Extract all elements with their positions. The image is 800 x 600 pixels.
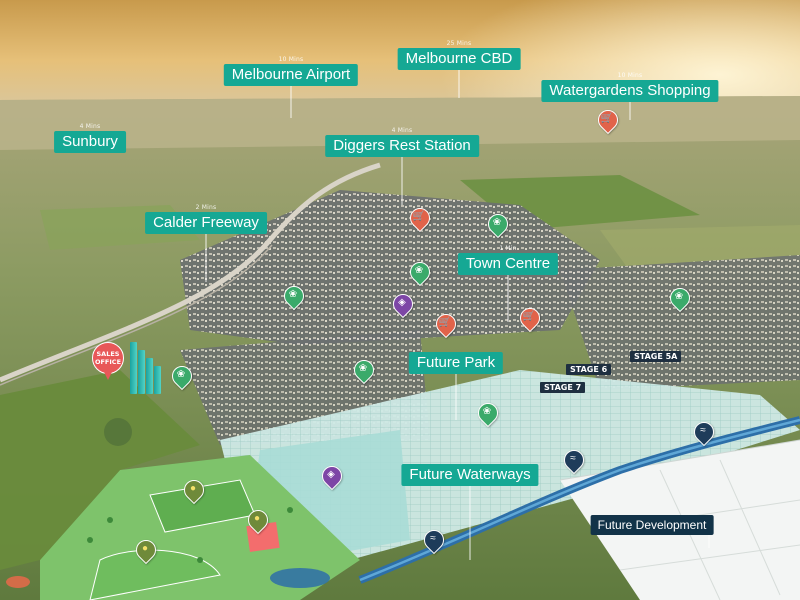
callout-time: 4 Mins xyxy=(79,123,101,130)
stage-6-label: STAGE 6 xyxy=(566,364,612,375)
callout-label: Town Centre xyxy=(457,253,559,275)
tree-icon: ❀ xyxy=(349,355,379,385)
callout-time: 1 Min xyxy=(499,245,517,252)
callout-sunbury: 4 Mins Sunbury xyxy=(54,123,126,153)
tree-icon: ❀ xyxy=(167,361,197,391)
callout-melbourne-airport: 10 Mins Melbourne Airport xyxy=(223,56,359,86)
tree-icon: ❀ xyxy=(405,257,435,287)
callout-time: 10 Mins xyxy=(278,56,304,63)
callout-time: 25 Mins xyxy=(446,40,472,47)
callout-calder-freeway: 2 Mins Calder Freeway xyxy=(145,204,267,234)
callout-label: Melbourne CBD xyxy=(397,48,521,70)
callout-label: Sunbury xyxy=(54,131,126,153)
callout-melbourne-cbd: 25 Mins Melbourne CBD xyxy=(397,40,521,70)
sports-ball-icon: ● xyxy=(131,535,161,565)
sales-office-towers xyxy=(128,338,164,394)
graduation-cap-icon: ◈ xyxy=(388,289,418,319)
tree-icon: ❀ xyxy=(473,398,503,428)
tower-shape xyxy=(130,342,137,394)
callout-future-development: Future Development xyxy=(590,515,714,535)
callout-town-centre: 1 Min Town Centre xyxy=(457,245,559,275)
callout-label: Future Development xyxy=(590,515,714,535)
shopping-cart-icon: 🛒 xyxy=(515,303,545,333)
sports-ball-icon: ● xyxy=(243,505,273,535)
waves-icon: ≈ xyxy=(419,525,449,555)
graduation-cap-icon: ◈ xyxy=(317,461,347,491)
stage-7-label: STAGE 7 xyxy=(540,382,586,393)
callout-time: 4 Mins xyxy=(391,127,413,134)
shopping-cart-icon: 🛒 xyxy=(431,309,461,339)
sports-ball-icon: ● xyxy=(179,475,209,505)
callout-time: 10 Mins xyxy=(617,72,643,79)
tower-shape xyxy=(146,358,153,394)
callout-label: Future Waterways xyxy=(401,464,539,486)
tree-icon: ❀ xyxy=(483,209,513,239)
stage-5a-label: STAGE 5A xyxy=(630,351,682,362)
callout-label: Melbourne Airport xyxy=(223,64,359,86)
callout-diggers-rest-station: 4 Mins Diggers Rest Station xyxy=(325,127,479,157)
tower-shape xyxy=(138,350,145,394)
callout-label: Calder Freeway xyxy=(145,212,267,234)
waves-icon: ≈ xyxy=(559,445,589,475)
sales-office-line2: OFFICE xyxy=(94,358,122,366)
tree-icon: ❀ xyxy=(279,281,309,311)
callout-watergardens-shopping: 10 Mins Watergardens Shopping xyxy=(541,72,719,102)
sales-office-marker: SALES OFFICE xyxy=(92,342,124,380)
tree-icon: ❀ xyxy=(665,283,695,313)
waves-icon: ≈ xyxy=(689,417,719,447)
tower-shape xyxy=(154,366,161,394)
sales-office-line1: SALES xyxy=(96,350,120,358)
callout-label: Future Park xyxy=(408,352,504,374)
callout-time: 2 Mins xyxy=(195,204,217,211)
shopping-cart-icon: 🛒 xyxy=(405,203,435,233)
callout-future-park: Future Park xyxy=(408,352,504,374)
callout-label: Diggers Rest Station xyxy=(325,135,479,157)
shopping-cart-icon: 🛒 xyxy=(593,105,623,135)
callout-future-waterways: Future Waterways xyxy=(401,464,539,486)
callout-label: Watergardens Shopping xyxy=(541,80,719,102)
